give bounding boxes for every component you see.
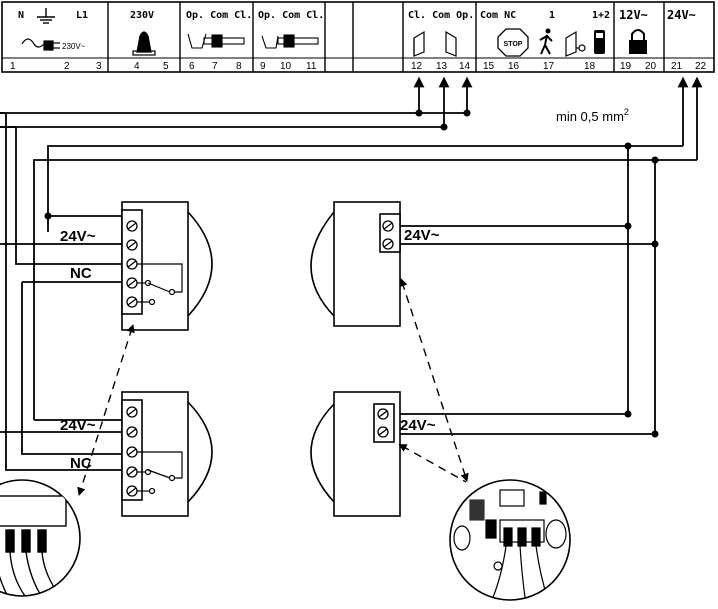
- terminal-num: 15: [483, 61, 495, 72]
- detail-pointer-arrows: [77, 278, 469, 497]
- terminal-num: 20: [645, 61, 657, 72]
- header-op-com-cl-2: Op. Com Cl.: [258, 10, 324, 21]
- header-com-nc: Com NC: [480, 10, 516, 21]
- photocell-receiver-lower: [310, 391, 401, 517]
- terminal-num: 17: [543, 61, 555, 72]
- limit-switch-wiring: [0, 76, 473, 128]
- terminal-num: 10: [280, 61, 292, 72]
- terminal-detail-left: [0, 479, 81, 597]
- voltage-label-rx-lower: 24V~: [400, 417, 436, 434]
- terminal-num: 9: [260, 61, 266, 72]
- terminal-num: 22: [695, 61, 707, 72]
- terminal-num: 1: [10, 61, 16, 72]
- header-n: N: [18, 10, 24, 21]
- header-cl-com-op: Cl. Com Op.: [408, 10, 474, 21]
- key-selector-icon: [565, 30, 586, 57]
- header-l1: L1: [76, 10, 88, 21]
- terminal-num: 2: [64, 61, 70, 72]
- terminal-detail-right: [449, 479, 571, 601]
- terminal-num: 4: [134, 61, 140, 72]
- stop-label: STOP: [504, 41, 523, 48]
- terminal-num: 8: [236, 61, 242, 72]
- flashing-lamp-icon: [132, 31, 156, 56]
- terminal-strip: [1, 1, 715, 73]
- earth-icon: [37, 8, 55, 24]
- header-24v: 24V~: [667, 8, 696, 22]
- pedestrian-icon: [539, 28, 553, 55]
- header-1: 1: [549, 10, 555, 21]
- remote-control-icon: [594, 30, 605, 54]
- header-12v: 12V~: [619, 8, 648, 22]
- stop-button-icon: STOP: [497, 28, 529, 57]
- limit-switch-icon-open: [445, 30, 457, 57]
- terminal-num: 21: [671, 61, 683, 72]
- header-op-com-cl-1: Op. Com Cl.: [186, 10, 252, 21]
- terminal-num: 19: [620, 61, 632, 72]
- terminal-num: 3: [96, 61, 102, 72]
- header-1-plus-2: 1+2: [592, 10, 610, 21]
- motor-actuator-icon-1: [187, 33, 245, 49]
- motor-actuator-icon-2: [261, 34, 319, 49]
- nc-label-tx-upper: NC: [70, 265, 92, 282]
- voltage-label-rx-upper: 24V~: [404, 227, 440, 244]
- voltage-label-tx-upper: 24V~: [60, 228, 96, 245]
- min-section-note: min 0,5 mm2: [556, 107, 629, 124]
- padlock-icon: [629, 29, 647, 54]
- terminal-num: 5: [163, 61, 169, 72]
- photocell-transmitter-lower: [121, 391, 213, 517]
- supply-junction-dots: [44, 142, 659, 438]
- terminal-num: 14: [459, 61, 471, 72]
- junction-dots: [415, 109, 471, 131]
- terminal-num: 7: [212, 61, 218, 72]
- terminal-num: 18: [584, 61, 596, 72]
- power-supply-wiring: [0, 76, 703, 435]
- terminal-num: 16: [508, 61, 520, 72]
- mains-plug-icon: [21, 38, 60, 51]
- supply-label: 230V~: [62, 42, 86, 51]
- photocell-transmitter-upper: [121, 201, 213, 331]
- terminal-num: 11: [306, 61, 317, 72]
- terminal-num: 13: [436, 61, 448, 72]
- voltage-label-tx-lower: 24V~: [60, 417, 96, 434]
- photocell-receiver-upper: [310, 201, 401, 327]
- header-230v: 230V: [130, 10, 154, 21]
- terminal-num: 12: [411, 61, 423, 72]
- terminal-num: 6: [189, 61, 195, 72]
- limit-switch-icon-close: [413, 30, 425, 57]
